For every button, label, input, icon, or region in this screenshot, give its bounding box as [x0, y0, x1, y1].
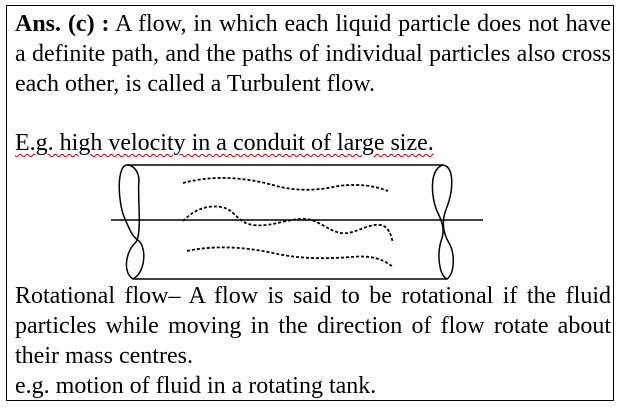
streamline-top [182, 177, 389, 192]
turbulent-flow-diagram [111, 164, 483, 280]
streamline-middle [182, 205, 394, 244]
answer-label: Ans. (c) : [15, 11, 110, 37]
rotational-example: e.g. motion of fluid in a rotating tank. [15, 371, 611, 401]
pipe-left-end [118, 164, 145, 280]
turbulent-definition: A flow, in which each liquid particle do… [15, 11, 611, 97]
answer-paragraph: Ans. (c) : A flow, in which each liquid … [15, 9, 611, 99]
pipe-right-end [431, 164, 454, 280]
answer-box: Ans. (c) : A flow, in which each liquid … [6, 5, 614, 401]
streamline-bottom [186, 246, 394, 268]
rotational-definition: Rotational flow– A flow is said to be ro… [15, 283, 611, 369]
turbulent-example-text: E.g. high velocity in a conduit of large… [15, 130, 434, 156]
rotational-paragraph: Rotational flow– A flow is said to be ro… [15, 281, 611, 371]
turbulent-example: E.g. high velocity in a conduit of large… [15, 128, 611, 158]
rotational-example-text: e.g. motion of fluid in a rotating tank. [15, 373, 377, 399]
